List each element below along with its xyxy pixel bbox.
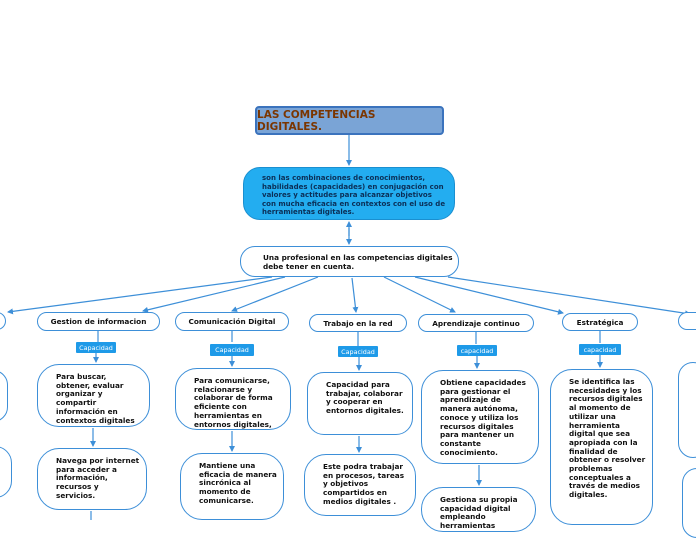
- comunicacion-item-2[interactable]: Mantiene una eficacia de manera sincróni…: [180, 453, 284, 520]
- aprendizaje-item-1[interactable]: Obtiene capacidades para gestionar el ap…: [421, 370, 539, 464]
- capacity-tag-gestion: Capacidad: [76, 342, 116, 353]
- arrow-to-trabajo: [351, 277, 359, 313]
- capacity-tag-estrategica: capacidad: [579, 344, 621, 355]
- estrategica-item-1[interactable]: Se identifica las necesidades y los recu…: [550, 369, 653, 525]
- profile-node[interactable]: Una profesional en las competencias digi…: [240, 246, 459, 277]
- gestion-item-2[interactable]: Navega por internet para acceder a infor…: [37, 448, 147, 510]
- connector-lines: [7, 135, 691, 520]
- arrow-to-offleft: [7, 276, 273, 315]
- capacity-tag-comunicacion: Capacidad: [210, 344, 254, 356]
- branch-offscreen-right[interactable]: [678, 312, 696, 330]
- arrow-to-comunicacion: [231, 276, 319, 312]
- arrow-to-estrategica: [414, 276, 564, 315]
- branch-aprendizaje-continuo[interactable]: Aprendizaje continuo: [418, 314, 534, 332]
- branch-comunicacion-digital[interactable]: Comunicación Digital: [175, 312, 289, 331]
- arrow-to-aprendizaje: [383, 276, 456, 313]
- arrow-to-offright: [447, 276, 691, 317]
- offscreen-right-box-2[interactable]: [682, 468, 696, 538]
- offscreen-right-box-1[interactable]: [678, 362, 696, 458]
- branch-gestion-informacion[interactable]: Gestion de informacion: [37, 312, 160, 331]
- arrow-to-gestion: [142, 276, 286, 313]
- capacity-tag-aprendizaje: capacidad: [457, 345, 497, 356]
- gestion-item-1[interactable]: Para buscar, obtener, evaluar organizar …: [37, 364, 150, 427]
- definition-node[interactable]: son las combinaciones de conocimientos, …: [243, 167, 455, 220]
- aprendizaje-item-2[interactable]: Gestiona su propia capacidad digital emp…: [421, 487, 536, 532]
- trabajo-item-2[interactable]: Este podra trabajar en procesos, tareas …: [304, 454, 416, 516]
- trabajo-item-1[interactable]: Capacidad para trabajar, colaborar y coo…: [307, 372, 413, 435]
- branch-estrategica[interactable]: Estratégica: [562, 313, 638, 331]
- branch-trabajo-en-la-red[interactable]: Trabajo en la red: [309, 314, 407, 332]
- map-title[interactable]: LAS COMPETENCIAS DIGITALES.: [255, 106, 444, 135]
- capacity-tag-trabajo: Capacidad: [338, 346, 378, 357]
- comunicacion-item-1[interactable]: Para comunicarse, relacionarse y colabor…: [175, 368, 291, 430]
